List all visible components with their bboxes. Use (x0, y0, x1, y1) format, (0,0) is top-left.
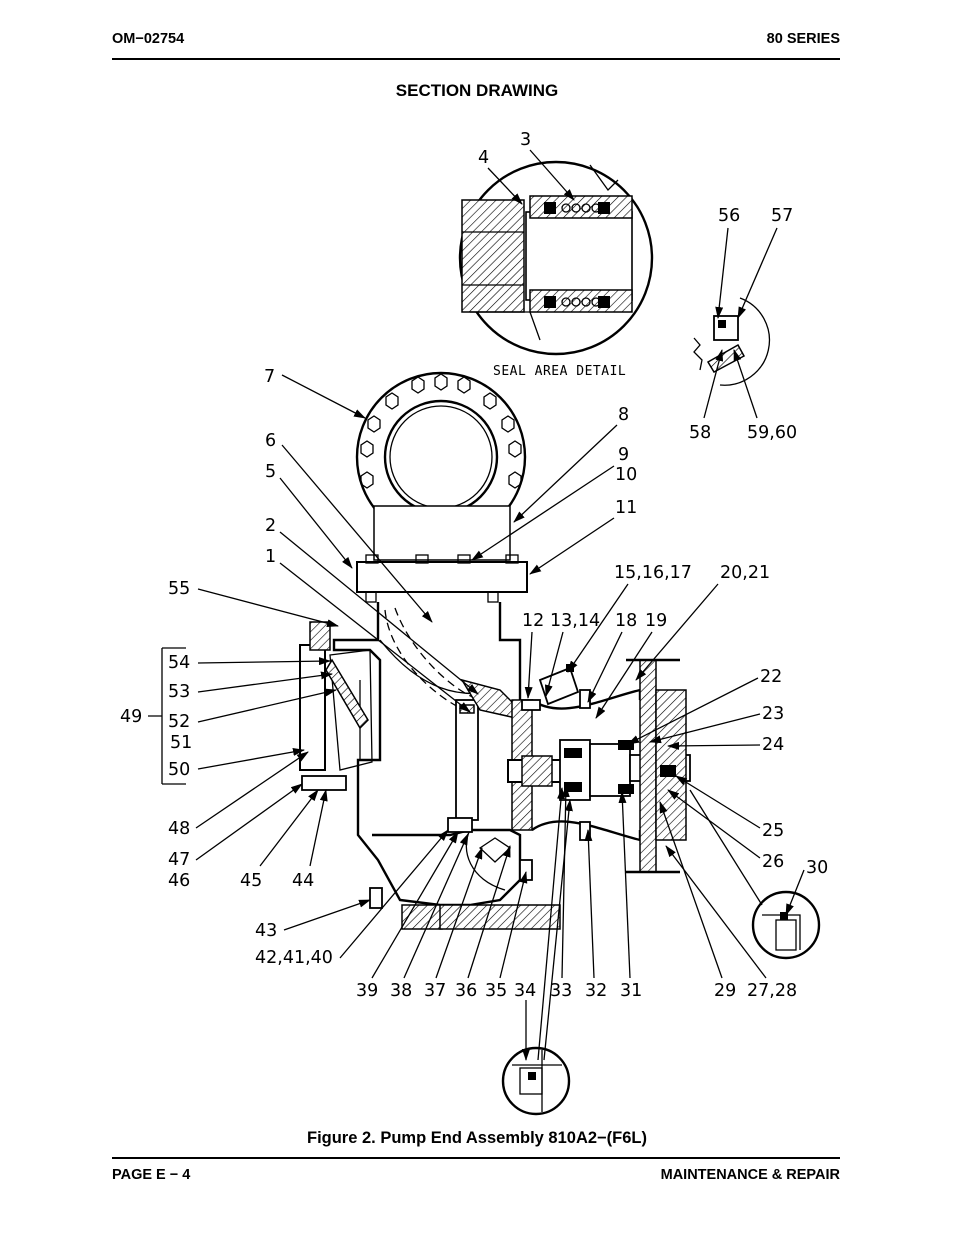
callout-45: 45 (240, 871, 262, 891)
callout-31: 31 (620, 981, 642, 1001)
callout-9: 9 (618, 445, 629, 465)
callout-3: 3 (520, 130, 531, 150)
callout-34: 34 (514, 981, 536, 1001)
callout-35: 35 (485, 981, 507, 1001)
bearing-housing (507, 658, 691, 874)
callout-13-14: 13,14 (550, 611, 600, 631)
callout-32: 32 (585, 981, 607, 1001)
callout-4: 4 (478, 148, 489, 168)
section-name: MAINTENANCE & REPAIR (660, 1167, 840, 1183)
callout-10: 10 (615, 465, 637, 485)
callout-55: 55 (168, 579, 190, 599)
callout-48: 48 (168, 819, 190, 839)
callout-43: 43 (255, 921, 277, 941)
callout-59-60: 59,60 (747, 423, 797, 443)
callout-11: 11 (615, 498, 637, 518)
footer-rule (112, 1157, 840, 1159)
callout-27-28: 27,28 (747, 981, 797, 1001)
callout-2: 2 (265, 516, 276, 536)
callout-8: 8 (618, 405, 629, 425)
callout-30: 30 (806, 858, 828, 878)
callout-33: 33 (550, 981, 572, 1001)
callout-20-21: 20,21 (720, 563, 770, 583)
callout-53: 53 (168, 682, 190, 702)
callout-24: 24 (762, 735, 784, 755)
callout-51: 51 (170, 733, 192, 753)
pump-casing (299, 602, 561, 930)
callout-18: 18 (615, 611, 637, 631)
callout-49: 49 (120, 707, 142, 727)
callout-25: 25 (762, 821, 784, 841)
callout-50: 50 (168, 760, 190, 780)
drain-detail (501, 1046, 571, 1116)
callout-19: 19 (645, 611, 667, 631)
callout-23: 23 (762, 704, 784, 724)
callout-47: 47 (168, 850, 190, 870)
series-label: 80 SERIES (766, 31, 840, 47)
seal-ring-detail (751, 890, 821, 960)
callout-42-41-40: 42,41,40 (255, 948, 333, 968)
callout-57: 57 (771, 206, 793, 226)
section-title: SECTION DRAWING (395, 81, 559, 100)
callout-44: 44 (292, 871, 314, 891)
discharge-flange (355, 371, 528, 603)
callout-49-bracket (148, 647, 186, 785)
figure-caption: Figure 2. Pump End Assembly 810A2−(F6L) (306, 1129, 648, 1147)
header-rule (112, 58, 840, 60)
document-number: OM−02754 (112, 31, 185, 47)
callout-54: 54 (168, 653, 190, 673)
callout-52: 52 (168, 712, 190, 732)
callout-7: 7 (264, 367, 275, 387)
seal-shaft-sleeve (461, 199, 525, 313)
callout-38: 38 (390, 981, 412, 1001)
callout-26: 26 (762, 852, 784, 872)
callout-5: 5 (265, 462, 276, 482)
callout-12: 12 (522, 611, 544, 631)
bearing-detail (693, 297, 771, 386)
callout-58: 58 (689, 423, 711, 443)
callout-1: 1 (265, 547, 276, 567)
callout-46: 46 (168, 871, 190, 891)
callout-22: 22 (760, 667, 782, 687)
callout-39: 39 (356, 981, 378, 1001)
seal-area-detail (458, 160, 654, 356)
seal-detail-label: SEAL AREA DETAIL (493, 364, 626, 379)
callout-36: 36 (455, 981, 477, 1001)
check-valve-flap (325, 658, 369, 730)
callout-6: 6 (265, 431, 276, 451)
page-number: PAGE E − 4 (112, 1167, 191, 1183)
callout-29: 29 (714, 981, 736, 1001)
callout-15-16-17: 15,16,17 (614, 563, 692, 583)
callout-37: 37 (424, 981, 446, 1001)
callout-56: 56 (718, 206, 740, 226)
